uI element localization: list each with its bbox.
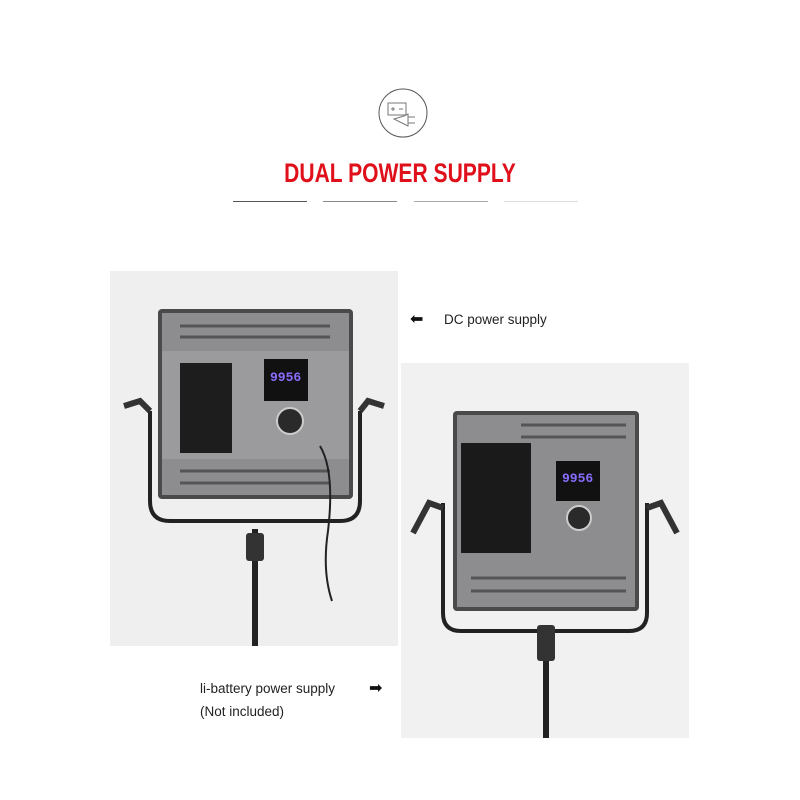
battery-plug-icon xyxy=(378,88,428,138)
arrow-right-icon: ➡ xyxy=(369,680,383,697)
battery-power-label: li-battery power supply xyxy=(200,681,336,696)
dc-power-label: DC power supply xyxy=(444,312,547,327)
display-readout: 9956 xyxy=(562,471,594,486)
dc-powered-light-photo: 9956 xyxy=(110,271,398,646)
divider xyxy=(233,201,307,202)
page-title: DUAL POWER SUPPLY xyxy=(284,158,516,188)
divider xyxy=(414,201,488,202)
divider xyxy=(323,201,397,202)
divider xyxy=(504,201,578,202)
battery-note: (Not included) xyxy=(200,704,285,719)
display-readout: 9956 xyxy=(270,370,302,385)
battery-powered-light-photo: 9956 xyxy=(401,363,689,738)
arrow-left-icon: ⬅ xyxy=(410,311,424,328)
